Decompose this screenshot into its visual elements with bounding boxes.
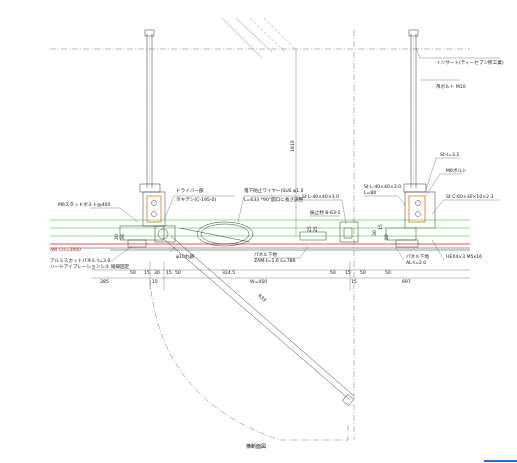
- dim-v36: 36: [120, 234, 126, 240]
- dim-50a: 50: [130, 270, 136, 276]
- label-angle-1: St L-40×40×3.0: [302, 194, 339, 200]
- label-insert: インサート(ティーセブン所工業): [436, 59, 504, 66]
- dim-15a: 15: [144, 270, 150, 276]
- dim-50b: 50: [175, 270, 181, 276]
- label-panel-cap: パネル下地: [254, 251, 277, 258]
- dim-30: 30: [154, 270, 160, 276]
- label-panel-bar: パネル下地: [406, 253, 429, 260]
- label-angle-2: St L-40×40×3.0: [364, 184, 401, 190]
- dim-285: 285: [100, 279, 109, 285]
- safety-wire-coil: [179, 221, 254, 247]
- dim-v20a: 20: [384, 234, 390, 240]
- label-l80: L=80: [364, 190, 376, 196]
- label-aw: AW CH=3000: [50, 247, 81, 253]
- label-phi: φ10丸鋼: [176, 253, 194, 260]
- label-bolt: 吊ボルト M10: [436, 83, 466, 90]
- label-wire: 落下防止ワイヤー(SUS φ1.0: [244, 187, 303, 194]
- label-hex: HEX4×3 M5x16: [446, 254, 482, 260]
- dim-v25a: 25: [307, 226, 313, 232]
- dim-15b: 15: [166, 270, 172, 276]
- label-alu-panel: アルミスカットパネル t=3.0: [50, 258, 110, 264]
- dim-15e: 15: [351, 279, 357, 285]
- label-st32: St-t=3.2: [440, 152, 459, 158]
- dim-324: 324.5: [222, 270, 235, 276]
- dim-v25b: 25: [313, 226, 319, 232]
- dim-v30: 30: [372, 230, 378, 236]
- dim-v20b: 20: [114, 234, 120, 240]
- label-driver: ドライバー部: [176, 187, 204, 194]
- left-hanger-bolt: [144, 29, 155, 188]
- dim-50d: 50: [360, 270, 366, 276]
- label-alu-panel-2: ハードアイブレーションシル 縦縁固定: [50, 263, 130, 270]
- label-bracket: 振止材 B-63-1: [310, 209, 341, 216]
- left-hardware: [119, 183, 176, 248]
- dim-v15: 15: [378, 224, 384, 230]
- dim-15d: 15: [152, 279, 158, 285]
- slab-hatch: [221, 17, 297, 59]
- right-hanger-bolt: [408, 29, 419, 188]
- swing-arc: [149, 279, 349, 441]
- dim-1810: 1810: [290, 140, 296, 152]
- dim-w450: W=450: [250, 279, 267, 285]
- label-stud-bolt: M6スタッドボルト@400: [58, 201, 110, 208]
- label-wire-2: L=633 *90°開口に長さ調整: [244, 196, 304, 203]
- dim-697: 697: [402, 279, 411, 285]
- label-driver-2: タキデン(C-195-0): [176, 196, 216, 203]
- label-channel: St C-60×30×10×2.3: [446, 194, 494, 200]
- dim-15c: 15: [345, 270, 351, 276]
- label-al: AL-t=2.0: [406, 260, 426, 266]
- dim-50c: 50: [330, 270, 336, 276]
- drawing-title: 横断面図: [246, 443, 266, 450]
- label-zam: ZAM-t=1.6 L=786: [254, 258, 296, 264]
- label-m6: M6ボルト: [446, 167, 467, 174]
- dim-633: 633: [257, 293, 268, 303]
- door-panel-open: [164, 235, 355, 406]
- dim-50e: 50: [385, 270, 391, 276]
